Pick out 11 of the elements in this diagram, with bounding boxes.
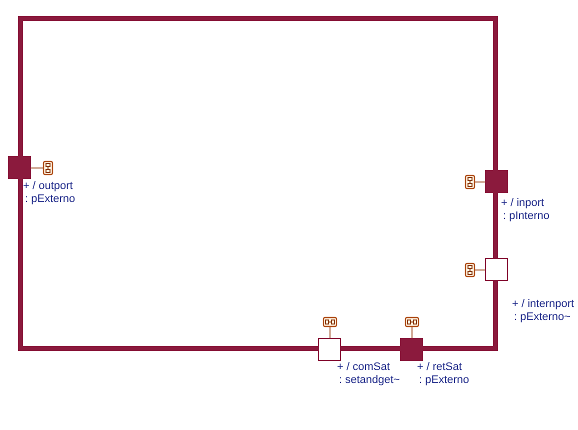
port-label: + / inport : pInterno	[501, 197, 550, 223]
port-square	[400, 338, 423, 361]
port-label: + / internport : pExterno~	[512, 298, 574, 324]
capsule-frame	[18, 16, 498, 351]
port-square	[8, 156, 31, 179]
port-square	[485, 170, 508, 193]
port-square	[485, 258, 508, 281]
port-label: + / retSat : pExterno	[417, 361, 470, 387]
port-label: + / outport : pExterno	[23, 180, 76, 206]
port-label: + / comSat : setandget~	[337, 361, 400, 387]
port-square	[318, 338, 341, 361]
